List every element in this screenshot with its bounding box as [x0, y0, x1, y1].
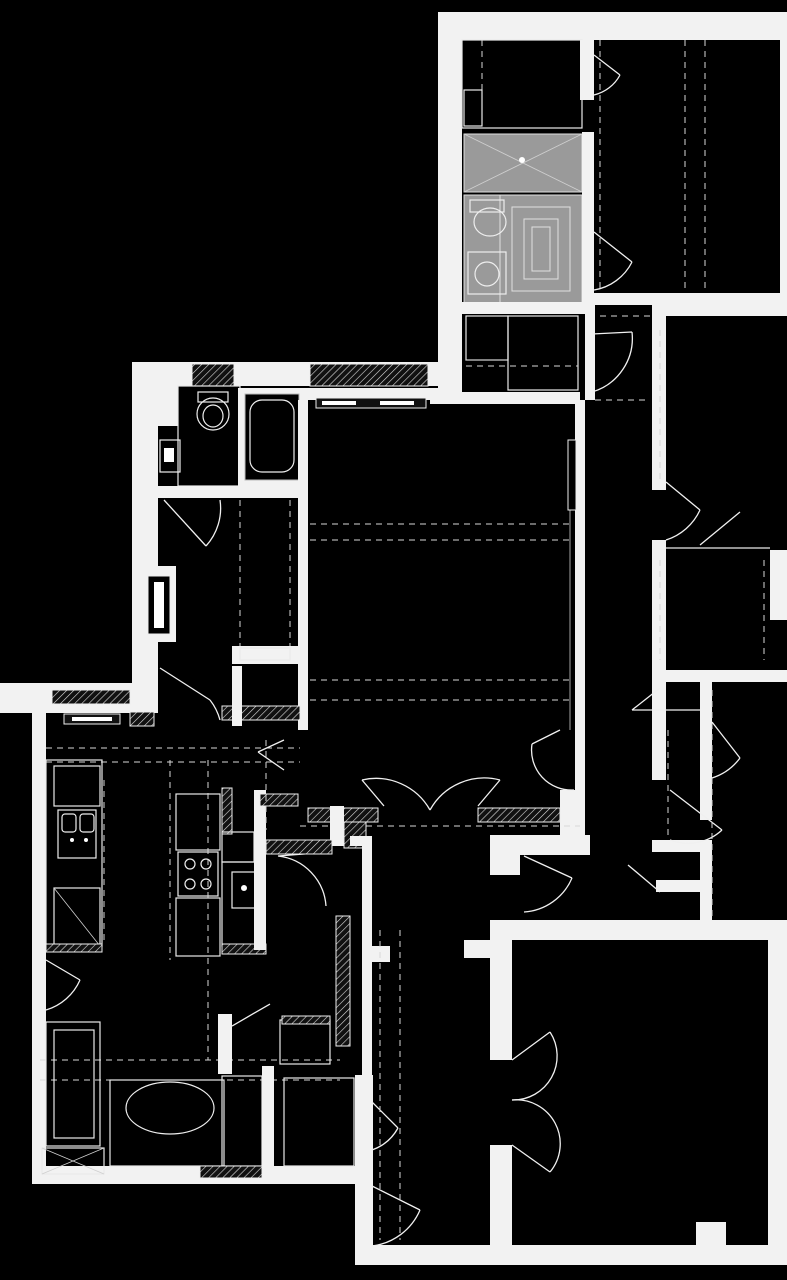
exterior-walls — [0, 12, 787, 1265]
bathtub-icon — [238, 388, 304, 486]
door-swing-icon — [593, 54, 621, 96]
door-swing-icon — [371, 1185, 421, 1247]
door-swing-icon — [371, 1101, 399, 1151]
window-icon — [191, 363, 429, 409]
sink-icon — [57, 809, 97, 859]
door-swing-icon — [593, 231, 633, 291]
door-swing-icon — [530, 729, 575, 791]
door-swing-icon — [669, 789, 723, 844]
toilet-icon — [196, 391, 230, 431]
oval-table-icon — [125, 1081, 215, 1135]
window-icon — [51, 689, 155, 727]
upper-left-bath — [158, 363, 429, 730]
dining-area — [40, 959, 421, 1247]
door-swing-icon — [591, 331, 633, 393]
right-rooms — [627, 330, 770, 920]
door-swing-icon — [159, 667, 221, 721]
toilet-icon — [469, 199, 507, 237]
stove-icon — [177, 851, 219, 897]
door-swing-icon — [163, 499, 222, 547]
door-swing-icon — [277, 851, 331, 907]
door-swing-icon — [699, 511, 741, 546]
fireplace-icon — [41, 1147, 105, 1175]
door-swing-icon — [231, 1003, 271, 1027]
shower-icon — [463, 133, 583, 193]
door-swing-icon — [523, 855, 573, 913]
sink-icon — [231, 871, 257, 909]
upper-suite — [461, 39, 706, 401]
door-swing-icon — [711, 721, 741, 779]
door-swing-icon — [627, 864, 661, 893]
door-swing-icon — [45, 959, 81, 1011]
kitchen — [45, 739, 390, 1076]
left-mid-room — [51, 500, 302, 727]
door-swing-icon — [665, 481, 701, 541]
living-room — [300, 439, 580, 849]
door-swing-icon — [631, 687, 700, 711]
door-swing-icon — [257, 739, 285, 771]
sink-icon — [467, 251, 507, 295]
sink-icon — [159, 439, 181, 473]
double-door-icon — [361, 777, 501, 811]
double-door-icon — [511, 1031, 561, 1173]
lower-hall — [379, 855, 726, 1250]
